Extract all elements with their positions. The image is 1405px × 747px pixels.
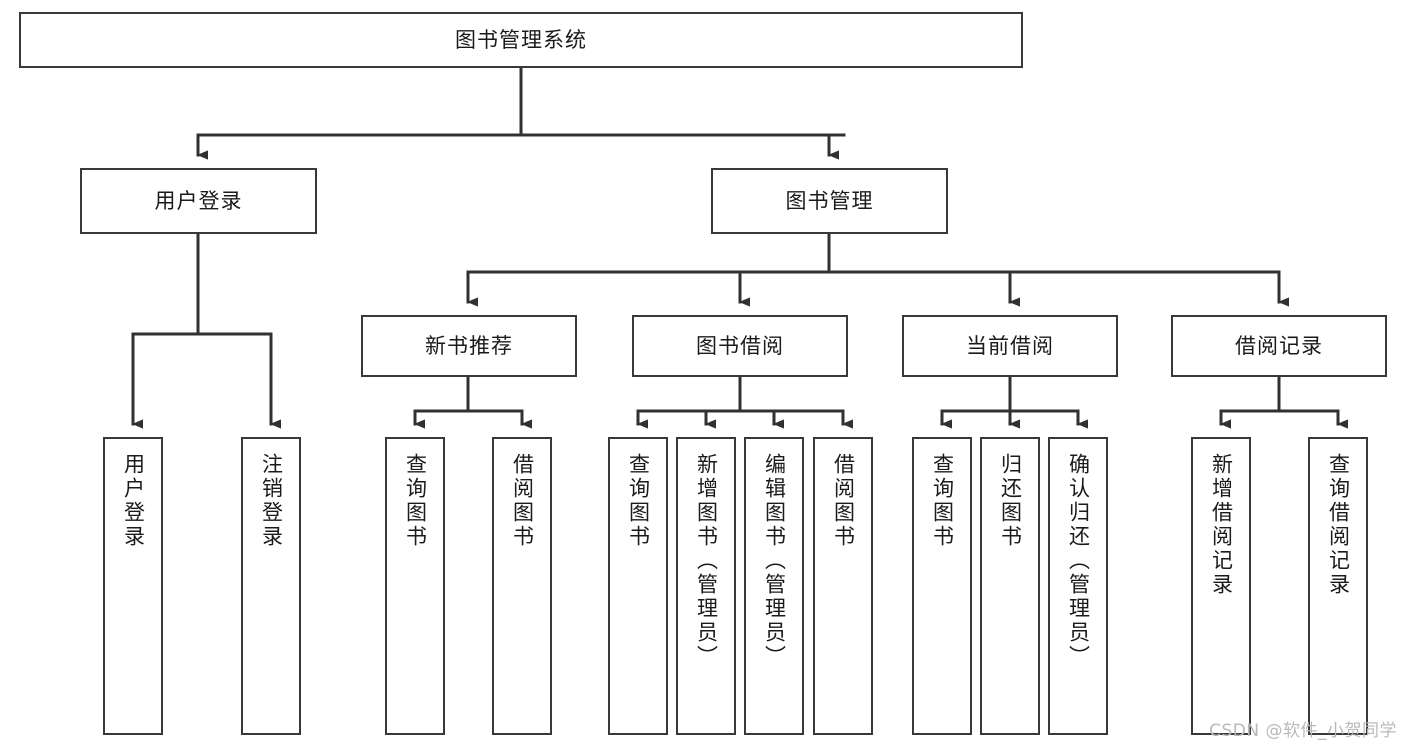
leaf-user-login[interactable]: 用户登录 xyxy=(103,437,163,735)
leaf-confirm-return[interactable]: 确认归还（管理员） xyxy=(1048,437,1108,735)
leaf-user-logout[interactable]: 注销登录 xyxy=(241,437,301,735)
leaf-borrow-book-1[interactable]: 借阅图书 xyxy=(492,437,552,735)
node-new-book-recommend-label: 新书推荐 xyxy=(425,333,513,358)
node-user-login[interactable]: 用户登录 xyxy=(80,168,317,234)
leaf-query-book-1[interactable]: 查询图书 xyxy=(385,437,445,735)
leaf-query-book-3[interactable]: 查询图书 xyxy=(912,437,972,735)
watermark: CSDN @软件_小贺同学 xyxy=(1209,721,1397,741)
leaf-query-book-1-label: 查询图书 xyxy=(403,453,428,549)
node-user-login-label: 用户登录 xyxy=(154,188,243,213)
node-current-borrow-label: 当前借阅 xyxy=(966,333,1054,358)
leaf-user-login-label: 用户登录 xyxy=(121,453,146,549)
leaf-add-book-label: 新增图书（管理员） xyxy=(694,453,719,669)
node-book-borrow-label: 图书借阅 xyxy=(696,333,784,358)
leaf-query-book-3-label: 查询图书 xyxy=(930,453,955,549)
leaf-borrow-book-1-label: 借阅图书 xyxy=(510,453,535,549)
leaf-query-book-2-label: 查询图书 xyxy=(626,453,651,549)
leaf-query-record-label: 查询借阅记录 xyxy=(1326,453,1351,597)
leaf-borrow-book-2-label: 借阅图书 xyxy=(831,453,856,549)
leaf-edit-book-label: 编辑图书（管理员） xyxy=(762,453,787,669)
node-root[interactable]: 图书管理系统 xyxy=(19,12,1023,68)
node-current-borrow[interactable]: 当前借阅 xyxy=(902,315,1118,377)
leaf-return-book-label: 归还图书 xyxy=(998,453,1023,549)
node-book-borrow[interactable]: 图书借阅 xyxy=(632,315,848,377)
node-book-management-label: 图书管理 xyxy=(785,188,874,213)
node-new-book-recommend[interactable]: 新书推荐 xyxy=(361,315,577,377)
node-borrow-record[interactable]: 借阅记录 xyxy=(1171,315,1387,377)
node-borrow-record-label: 借阅记录 xyxy=(1235,333,1323,358)
leaf-confirm-return-label: 确认归还（管理员） xyxy=(1066,453,1091,669)
leaf-return-book[interactable]: 归还图书 xyxy=(980,437,1040,735)
node-book-management[interactable]: 图书管理 xyxy=(711,168,948,234)
leaf-add-book[interactable]: 新增图书（管理员） xyxy=(676,437,736,735)
leaf-add-record-label: 新增借阅记录 xyxy=(1209,453,1234,597)
leaf-borrow-book-2[interactable]: 借阅图书 xyxy=(813,437,873,735)
leaf-edit-book[interactable]: 编辑图书（管理员） xyxy=(744,437,804,735)
leaf-query-book-2[interactable]: 查询图书 xyxy=(608,437,668,735)
leaf-add-record[interactable]: 新增借阅记录 xyxy=(1191,437,1251,735)
node-root-label: 图书管理系统 xyxy=(455,27,587,52)
leaf-user-logout-label: 注销登录 xyxy=(259,453,284,549)
leaf-query-record[interactable]: 查询借阅记录 xyxy=(1308,437,1368,735)
